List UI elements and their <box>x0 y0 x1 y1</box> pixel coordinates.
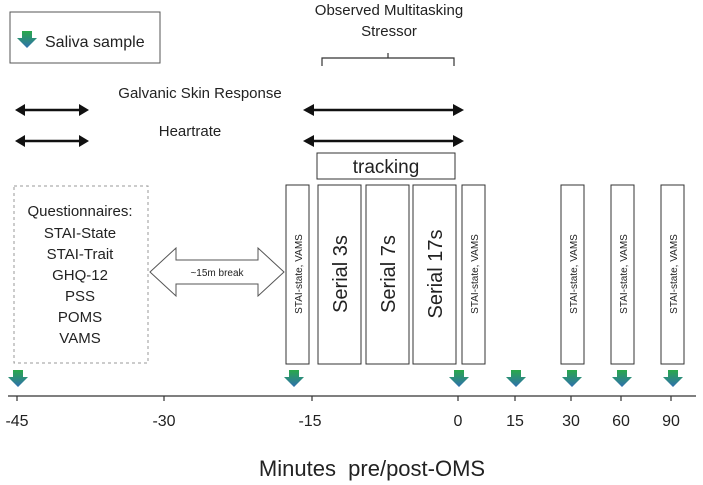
saliva-marker-icon <box>8 370 28 387</box>
tick-label: 60 <box>612 413 630 430</box>
stai-box-minus15: STAI-state, VAMS <box>285 184 310 365</box>
legend-label: Saliva sample <box>45 34 145 51</box>
questionnaire-item: GHQ-12 <box>52 267 108 284</box>
tick-label: -45 <box>5 413 28 430</box>
saliva-marker-icon <box>562 370 582 387</box>
saliva-marker-icon <box>449 370 469 387</box>
tick-label: 30 <box>562 413 580 430</box>
tick-label: 15 <box>506 413 524 430</box>
questionnaire-item: PSS <box>65 288 95 305</box>
heartrate-arrow-oms <box>303 135 464 147</box>
stai-box-90: STAI-state, VAMS <box>660 184 685 365</box>
serial-17s-box: Serial 17s <box>412 184 457 365</box>
tick-label: 0 <box>454 413 463 430</box>
svg-text:Serial 17s: Serial 17s <box>425 230 447 319</box>
stai-box-30: STAI-state, VAMS <box>560 184 585 365</box>
tick-label: -15 <box>298 413 321 430</box>
questionnaire-item: STAI-State <box>44 225 116 242</box>
stressor-title-line1: Observed Multitasking <box>315 2 463 19</box>
stressor-bracket <box>321 53 455 66</box>
gsr-label: Galvanic Skin Response <box>118 85 281 102</box>
questionnaires-title: Questionnaires: <box>27 203 132 220</box>
serial-7s-box: Serial 7s <box>365 184 410 365</box>
tracking-box <box>316 152 456 180</box>
tick-label: 90 <box>662 413 680 430</box>
questionnaire-item: STAI-Trait <box>47 246 114 263</box>
legend-box <box>9 11 161 64</box>
stressor-title-line2: Stressor <box>361 23 417 40</box>
questionnaires-box <box>13 185 149 364</box>
saliva-marker-icon <box>612 370 632 387</box>
svg-text:STAI-state, VAMS: STAI-state, VAMS <box>470 234 481 314</box>
serial-3s-box: Serial 3s <box>317 184 362 365</box>
break-label: ~15m break <box>190 268 244 279</box>
saliva-marker-icon <box>506 370 526 387</box>
axis-title: Minutes pre/post-OMS <box>259 456 485 481</box>
svg-text:STAI-state, VAMS: STAI-state, VAMS <box>619 234 630 314</box>
timeline-ticks <box>16 396 672 401</box>
questionnaire-item: POMS <box>58 309 102 326</box>
tick-label: -30 <box>152 413 175 430</box>
gsr-arrow-pre <box>15 104 89 116</box>
saliva-marker-icon <box>284 370 304 387</box>
break-arrow <box>149 246 285 298</box>
svg-text:STAI-state, VAMS: STAI-state, VAMS <box>294 234 305 314</box>
svg-text:Serial 7s: Serial 7s <box>378 235 400 313</box>
svg-text:STAI-state, VAMS: STAI-state, VAMS <box>569 234 580 314</box>
heartrate-label: Heartrate <box>159 123 222 140</box>
svg-text:STAI-state, VAMS: STAI-state, VAMS <box>669 234 680 314</box>
gsr-arrow-oms <box>303 104 464 116</box>
questionnaire-item: VAMS <box>59 330 100 347</box>
stai-box-0: STAI-state, VAMS <box>461 184 486 365</box>
stai-box-60: STAI-state, VAMS <box>610 184 635 365</box>
saliva-marker-icon <box>663 370 683 387</box>
tracking-label: tracking <box>353 157 420 178</box>
svg-text:Serial 3s: Serial 3s <box>330 235 352 313</box>
heartrate-arrow-pre <box>15 135 89 147</box>
legend: Saliva sample <box>9 11 161 64</box>
